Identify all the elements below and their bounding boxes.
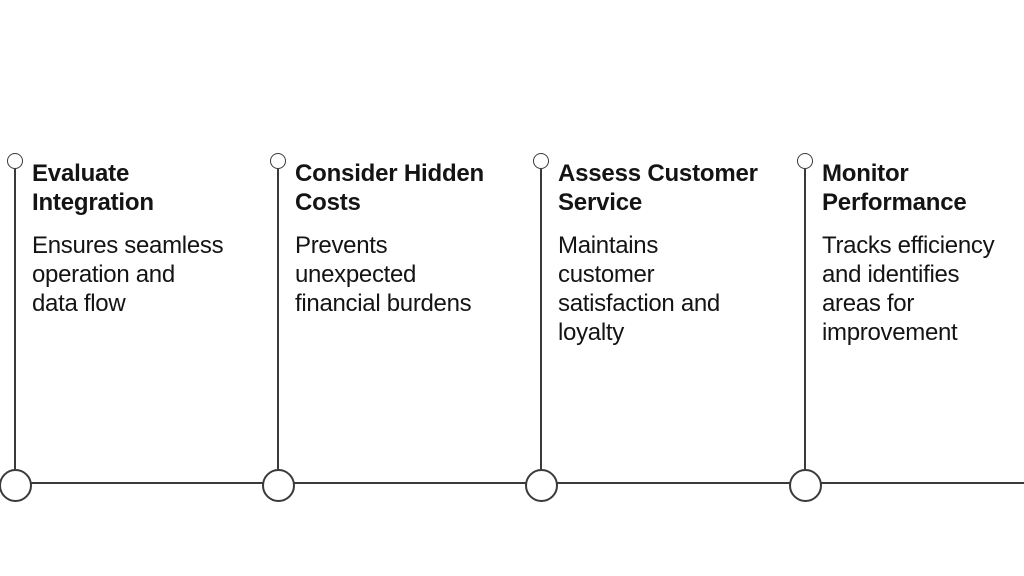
milestone-title: Monitor Performance: [822, 160, 967, 216]
milestone-title: Evaluate Integration: [32, 160, 154, 216]
milestone-description: Prevents unexpected financial burdens: [295, 232, 472, 317]
milestone-title: Consider Hidden Costs: [295, 160, 485, 216]
milestone-title: Assess Customer Service: [558, 160, 758, 216]
milestone-top-circle-icon: [269, 152, 286, 169]
milestone-axis-circle-icon: [261, 468, 295, 502]
milestone-axis-circle-icon: [524, 468, 558, 502]
milestone-text: Monitor Performance Tracks efficiency an…: [822, 159, 1024, 347]
milestone-text: Assess Customer Service Maintains custom…: [558, 159, 776, 347]
milestone-text: Evaluate Integration Ensures seamless op…: [32, 159, 250, 318]
milestone-description: Tracks efficiency and identifies areas f…: [822, 232, 995, 346]
milestone-axis-circle-icon: [788, 468, 822, 502]
milestone-top-circle-icon: [6, 152, 23, 169]
milestone-top-circle-icon: [796, 152, 813, 169]
milestone-axis-circle-icon: [0, 468, 32, 502]
connector-line: [14, 169, 16, 469]
milestone-description: Maintains customer satisfaction and loya…: [558, 232, 720, 346]
milestone-description: Ensures seamless operation and data flow: [32, 232, 224, 317]
connector-line: [540, 169, 542, 469]
milestone-top-circle-icon: [532, 152, 549, 169]
timeline-axis-line: [14, 482, 1024, 484]
milestone-text: Consider Hidden Costs Prevents unexpecte…: [295, 159, 513, 318]
connector-line: [277, 169, 279, 469]
connector-line: [804, 169, 806, 469]
